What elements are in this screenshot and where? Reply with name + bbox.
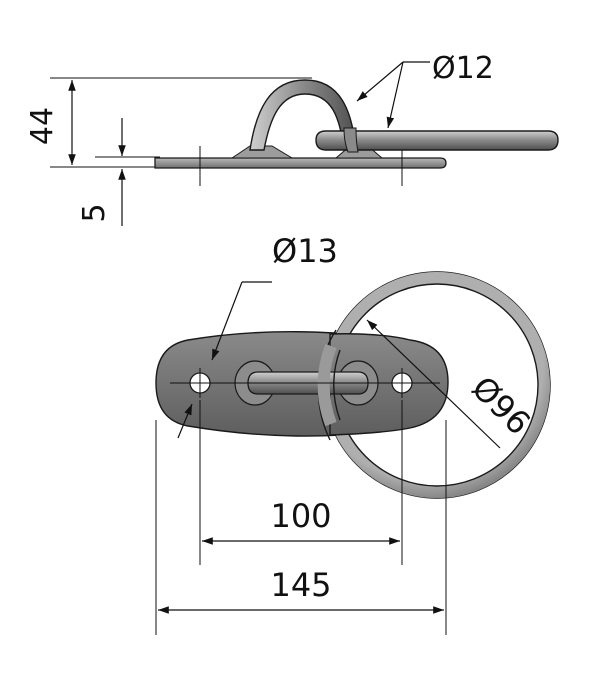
weld-left [230,145,294,159]
top-view: Ø13 Ø96 100 145 [155,232,551,635]
dim-145-label: 145 [270,566,331,604]
u-bolt-front [343,127,359,153]
dim-13-leader-lower [177,403,193,439]
ring-overlap-inner [333,349,341,421]
dim-96-leader [366,319,501,449]
dim-13-label: Ø13 [272,232,338,270]
base-plate-inner [329,333,449,436]
dim-100-label: 100 [270,497,331,535]
dim-12-label: Ø12 [432,51,494,86]
dim-13-leader [211,281,243,361]
dim-12-leader-b [386,61,404,129]
dim-44-label: 44 [25,107,60,145]
dim-5-label: 5 [77,203,112,222]
ring-overlap-body [317,343,337,427]
dim-12-leader-a [356,61,404,102]
ring-side [315,130,559,151]
side-view: 44 5 Ø12 [25,51,559,226]
base-plate-side [154,157,447,169]
